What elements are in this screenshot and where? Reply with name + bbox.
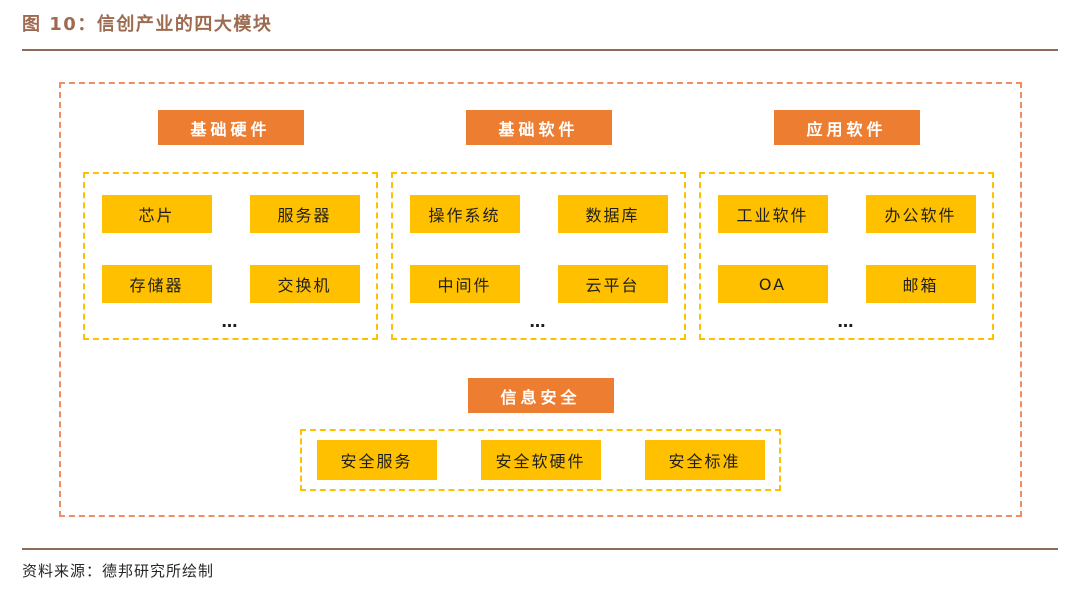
module-header-application-software: 应用软件 xyxy=(773,110,920,145)
item-box-switch: 交换机 xyxy=(249,265,360,303)
title-divider xyxy=(22,49,1058,51)
module-header-basic-hardware: 基础硬件 xyxy=(157,110,304,145)
security-header: 信息安全 xyxy=(467,378,614,413)
item-box-chip: 芯片 xyxy=(101,195,212,233)
module-header-basic-software: 基础软件 xyxy=(465,110,612,145)
module-items-box-basic-software: 操作系统 数据库 中间件 云平台 … xyxy=(391,172,686,340)
item-box-security-services: 安全服务 xyxy=(316,440,437,480)
source-divider xyxy=(22,548,1058,550)
item-box-email: 邮箱 xyxy=(865,265,976,303)
diagram-outer-container: 基础硬件 芯片 服务器 存储器 交换机 … 基础软件 操作系统 数据库 xyxy=(59,82,1022,517)
item-box-middleware: 中间件 xyxy=(409,265,520,303)
ellipsis: … xyxy=(837,312,856,331)
item-box-database: 数据库 xyxy=(557,195,668,233)
modules-row: 基础硬件 芯片 服务器 存储器 交换机 … 基础软件 操作系统 数据库 xyxy=(61,84,1020,340)
item-box-industrial-software: 工业软件 xyxy=(717,195,828,233)
item-box-storage: 存储器 xyxy=(101,265,212,303)
item-box-oa: OA xyxy=(717,265,828,303)
items-grid: 操作系统 数据库 中间件 云平台 xyxy=(409,195,668,303)
items-grid: 芯片 服务器 存储器 交换机 xyxy=(101,195,360,303)
item-box-cloud-platform: 云平台 xyxy=(557,265,668,303)
item-box-server: 服务器 xyxy=(249,195,360,233)
ellipsis: … xyxy=(529,312,548,331)
module-column-basic-hardware: 基础硬件 芯片 服务器 存储器 交换机 … xyxy=(83,110,378,340)
item-box-security-hw-sw: 安全软硬件 xyxy=(480,440,601,480)
source-text: 资料来源：德邦研究所绘制 xyxy=(22,562,215,580)
module-items-box-application-software: 工业软件 办公软件 OA 邮箱 … xyxy=(699,172,994,340)
ellipsis: … xyxy=(221,312,240,331)
item-box-security-standards: 安全标准 xyxy=(644,440,765,480)
module-items-box-basic-hardware: 芯片 服务器 存储器 交换机 … xyxy=(83,172,378,340)
items-grid: 工业软件 办公软件 OA 邮箱 xyxy=(717,195,976,303)
module-column-application-software: 应用软件 工业软件 办公软件 OA 邮箱 … xyxy=(699,110,994,340)
module-column-basic-software: 基础软件 操作系统 数据库 中间件 云平台 … xyxy=(391,110,686,340)
security-header-row: 信息安全 xyxy=(61,378,1020,413)
figure-title: 图 10：信创产业的四大模块 xyxy=(22,14,273,35)
item-box-operating-system: 操作系统 xyxy=(409,195,520,233)
security-items-box: 安全服务 安全软硬件 安全标准 xyxy=(300,429,781,491)
item-box-office-software: 办公软件 xyxy=(865,195,976,233)
